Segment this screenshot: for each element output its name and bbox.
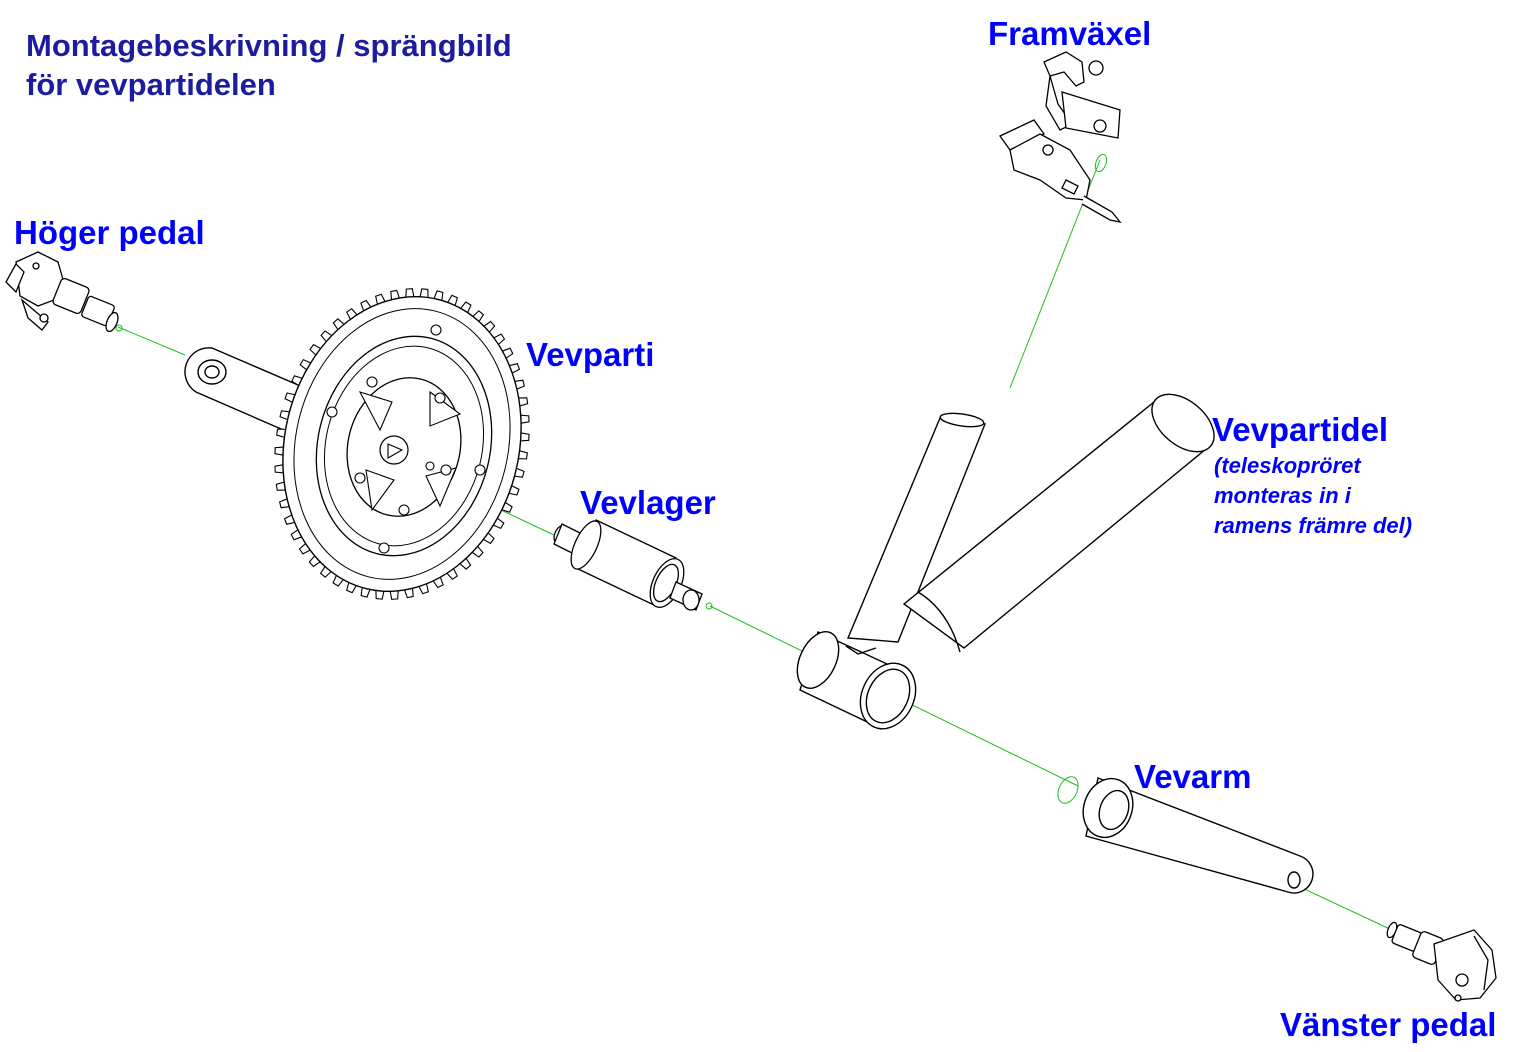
right-pedal-drawing xyxy=(5,251,119,333)
chainring-tooth xyxy=(520,414,530,424)
label-crank-frame-part: Vevpartidel xyxy=(1212,411,1389,448)
frame-bb-shell-drawing xyxy=(796,631,917,730)
front-derailleur-drawing xyxy=(999,51,1122,223)
label-bottom-bracket: Vevlager xyxy=(580,484,716,521)
bottom-bracket-drawing xyxy=(553,519,703,611)
right-crank-arm-drawing xyxy=(184,347,306,433)
chainring-tooth xyxy=(389,590,400,600)
left-pedal-drawing xyxy=(1386,921,1497,1002)
label-crank-arm: Vevarm xyxy=(1134,758,1252,795)
chainring-tooth xyxy=(274,464,284,474)
page-title-line-1: Montagebeskrivning / sprängbild xyxy=(26,28,512,63)
note-line-3: ramens främre del) xyxy=(1214,513,1413,538)
page-title: Montagebeskrivning / sprängbild för vevp… xyxy=(26,26,512,104)
chainring-tooth xyxy=(404,288,415,298)
label-note: (teleskopröret monteras in i ramens främ… xyxy=(1214,451,1412,541)
label-right-pedal: Höger pedal xyxy=(14,214,205,251)
frame-seat-tube-drawing xyxy=(846,412,986,643)
chainring-tooth xyxy=(520,432,530,442)
page-title-line-2: för vevpartidelen xyxy=(26,67,276,102)
note-line-2: monteras in i xyxy=(1214,483,1351,508)
left-crank-arm-drawing xyxy=(1082,777,1314,894)
label-left-pedal: Vänster pedal xyxy=(1280,1006,1497,1043)
note-line-1: (teleskopröret xyxy=(1214,453,1361,478)
label-front-derailleur: Framväxel xyxy=(988,15,1152,52)
chainring-drawing xyxy=(274,288,530,600)
frame-telescopic-tube-drawing xyxy=(902,393,1215,653)
chainring-tooth xyxy=(274,446,284,456)
label-crankset: Vevparti xyxy=(526,336,655,373)
